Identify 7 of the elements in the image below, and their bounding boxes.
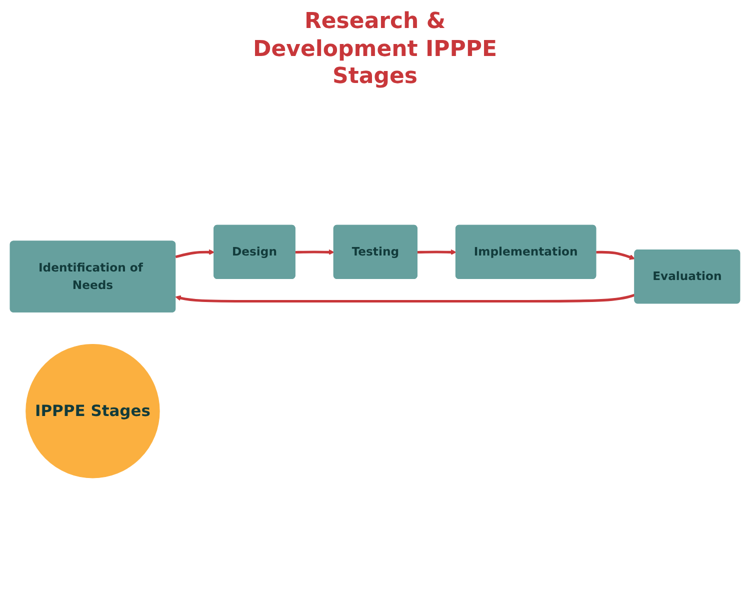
arrow (175, 250, 215, 259)
diagram-title: Research & Development IPPPE Stages (252, 8, 498, 90)
arrow (295, 250, 334, 256)
arrow (175, 294, 636, 304)
arrow (596, 251, 636, 260)
node-circle: IPPPE Stages (26, 344, 160, 479)
arrow (417, 250, 456, 256)
